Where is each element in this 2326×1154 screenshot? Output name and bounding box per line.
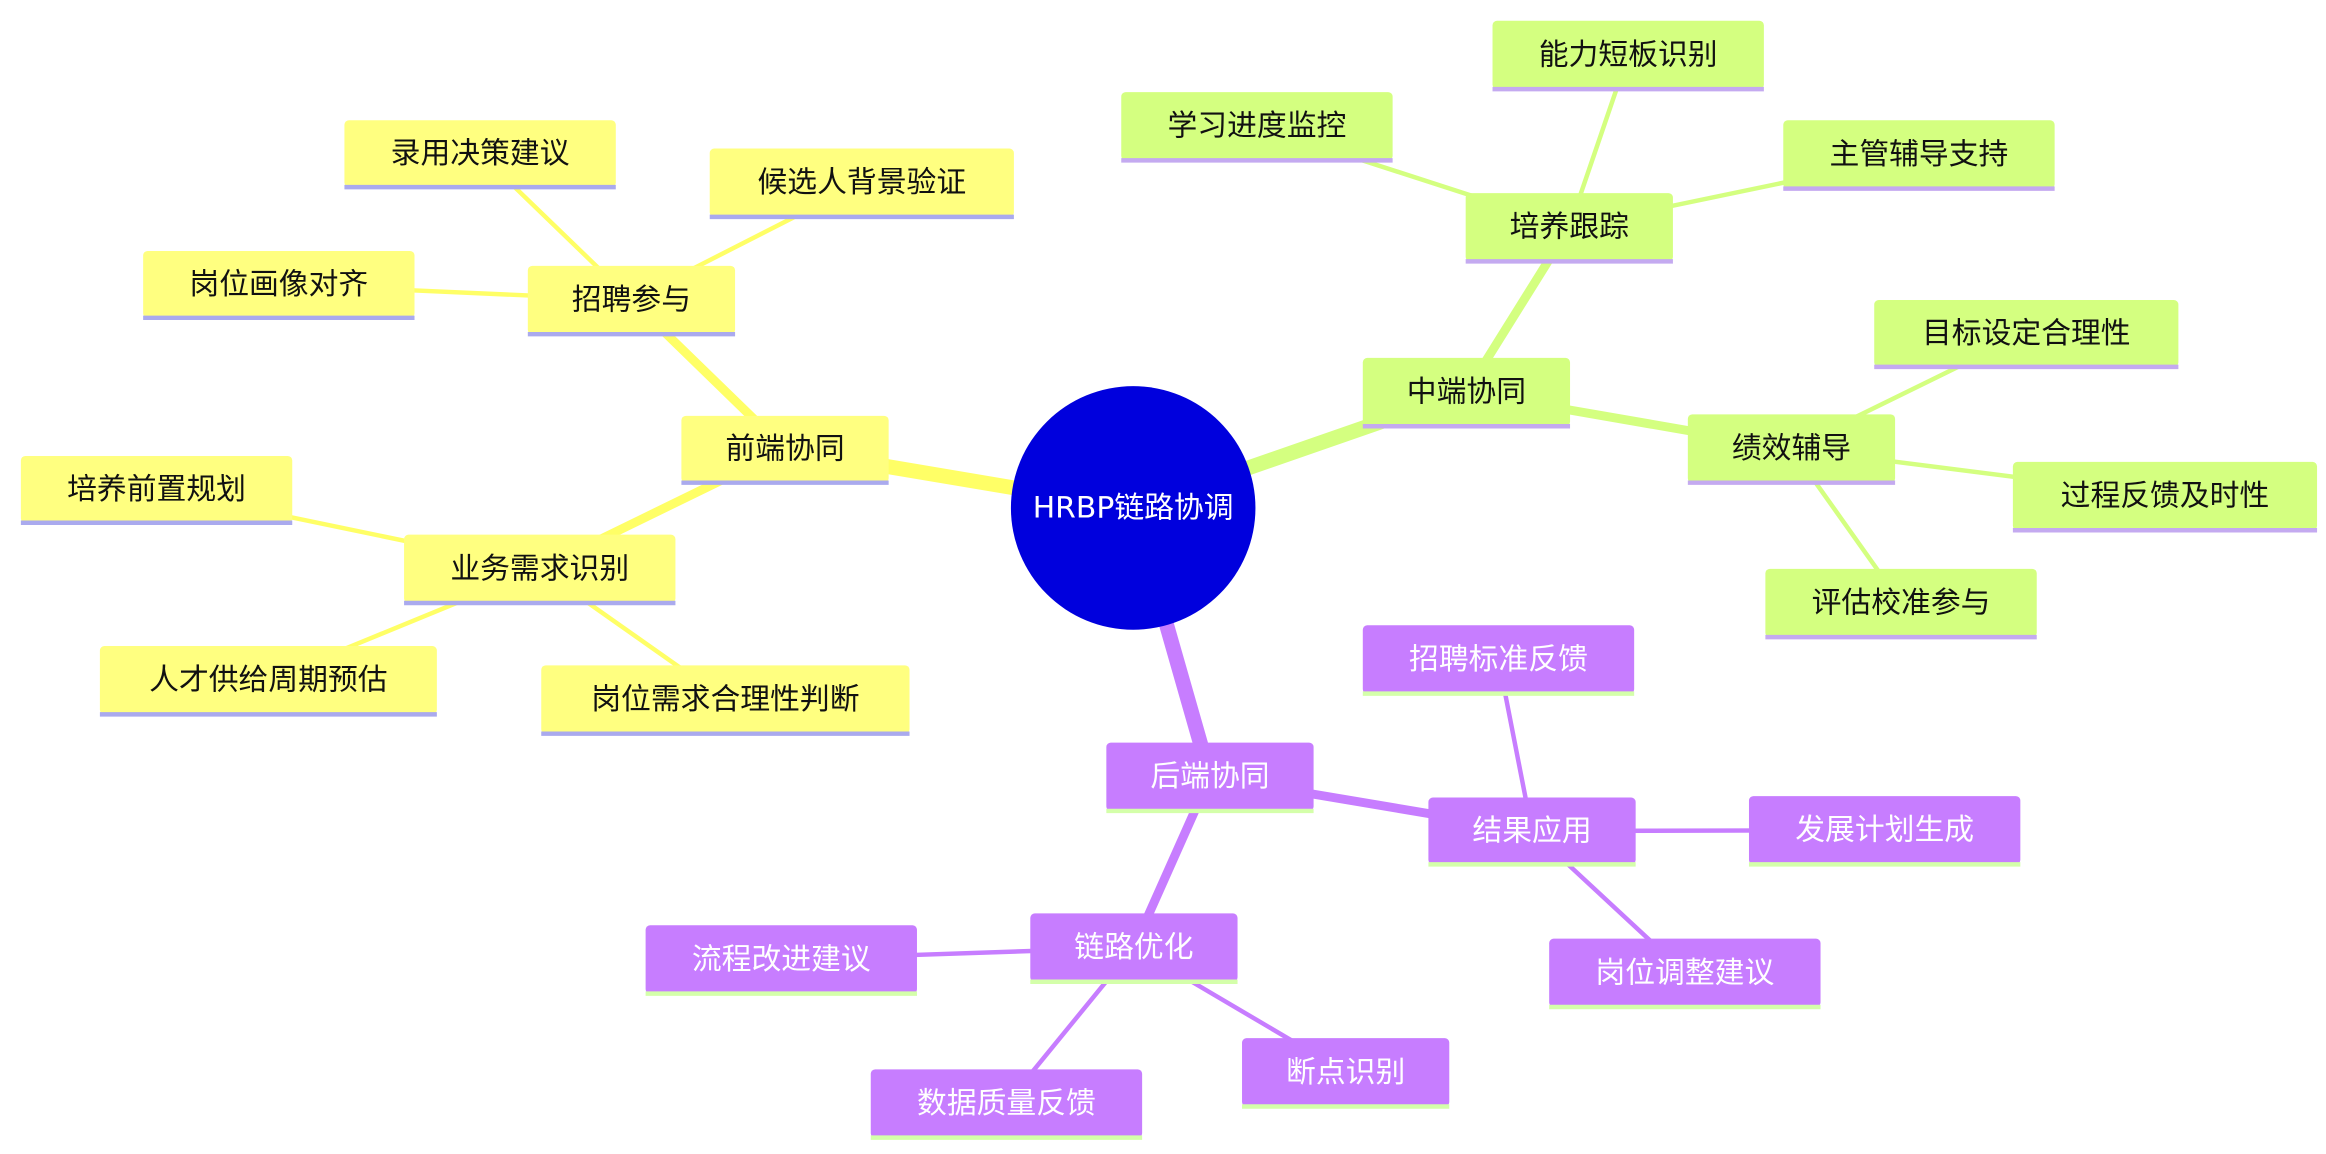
leaf-node-label: 录用决策建议 xyxy=(391,136,570,171)
topic-node-box xyxy=(1428,797,1636,865)
topic-node-label: 业务需求识别 xyxy=(450,551,629,586)
leaf-node-back-results-standard[interactable]: 招聘标准反馈 xyxy=(1362,625,1635,696)
topic-node-box xyxy=(1687,414,1896,483)
leaf-node-back-optimize-quality[interactable]: 数据质量反馈 xyxy=(870,1069,1143,1140)
topic-node-label: 链路优化 xyxy=(1074,930,1193,965)
topic-node-box xyxy=(404,534,676,603)
leaf-node-box xyxy=(1121,92,1393,161)
topic-node-box xyxy=(527,265,736,335)
leaf-node-middle-training-gap[interactable]: 能力短板识别 xyxy=(1492,20,1764,92)
branch-node-box xyxy=(1106,742,1314,811)
leaf-node-label: 发展计划生成 xyxy=(1795,813,1974,848)
leaf-node-box xyxy=(1748,796,2021,865)
branch-node-label: 前端协同 xyxy=(725,432,844,467)
leaf-node-label: 流程改进建议 xyxy=(692,942,871,977)
leaf-node-box xyxy=(709,148,1014,217)
topic-node-front-recruit[interactable]: 招聘参与 xyxy=(527,265,736,337)
branch-node-label: 后端协同 xyxy=(1150,759,1269,794)
leaf-node-front-demand-judgement[interactable]: 岗位需求合理性判断 xyxy=(541,665,910,736)
leaf-node-back-optimize-process[interactable]: 流程改进建议 xyxy=(645,925,917,996)
leaf-node-front-recruit-background[interactable]: 候选人背景验证 xyxy=(709,148,1014,220)
leaf-node-label: 能力短板识别 xyxy=(1539,37,1718,72)
topic-node-label: 结果应用 xyxy=(1472,814,1591,849)
leaf-node-box xyxy=(344,120,616,188)
branch-node-box xyxy=(681,415,889,483)
topic-node-box xyxy=(1030,913,1238,982)
leaf-node-box xyxy=(99,646,437,715)
leaf-node-label: 岗位需求合理性判断 xyxy=(591,682,859,717)
leaf-node-middle-training-progress[interactable]: 学习进度监控 xyxy=(1121,92,1393,163)
topic-node-middle-training[interactable]: 培养跟踪 xyxy=(1465,193,1673,264)
leaf-node-label: 主管辅导支持 xyxy=(1830,137,2009,172)
leaf-node-box xyxy=(1765,568,2037,638)
leaf-node-label: 过程反馈及时性 xyxy=(2061,479,2270,514)
branch-node-label: 中端协同 xyxy=(1407,375,1526,410)
leaf-node-front-recruit-profile[interactable]: 岗位画像对齐 xyxy=(143,250,415,321)
leaf-node-label: 学习进度监控 xyxy=(1168,109,1347,144)
leaf-node-label: 数据质量反馈 xyxy=(917,1086,1096,1121)
root-node-circle xyxy=(1010,386,1256,630)
branch-node-back[interactable]: 后端协同 xyxy=(1106,742,1314,814)
topic-node-label: 培养跟踪 xyxy=(1510,210,1629,245)
leaf-node-box xyxy=(20,455,293,523)
root-node-label: HRBP链路协调 xyxy=(1033,490,1234,525)
leaf-node-box xyxy=(1492,20,1764,90)
leaf-node-label: 目标设定合理性 xyxy=(1922,316,2131,351)
topic-node-middle-performance[interactable]: 绩效辅导 xyxy=(1687,414,1896,485)
leaf-node-label: 招聘标准反馈 xyxy=(1409,642,1588,677)
leaf-node-label: 人才供给周期预估 xyxy=(149,663,387,698)
branch-node-middle[interactable]: 中端协同 xyxy=(1362,357,1571,429)
leaf-node-label: 候选人背景验证 xyxy=(757,165,966,200)
leaf-node-front-demand-supply[interactable]: 人才供给周期预估 xyxy=(99,646,437,717)
leaf-node-box xyxy=(1242,1038,1450,1107)
leaf-node-box xyxy=(1549,938,1821,1007)
topic-node-label: 招聘参与 xyxy=(572,283,691,318)
leaf-node-label: 岗位画像对齐 xyxy=(189,267,368,302)
leaf-node-box xyxy=(1362,625,1635,694)
root-node[interactable]: HRBP链路协调 xyxy=(1010,386,1256,630)
leaf-node-middle-performance-calibration[interactable]: 评估校准参与 xyxy=(1765,568,2037,640)
leaf-node-label: 断点识别 xyxy=(1286,1055,1405,1090)
leaf-node-middle-training-coaching[interactable]: 主管辅导支持 xyxy=(1783,120,2055,191)
leaf-node-front-demand-planning[interactable]: 培养前置规划 xyxy=(20,455,293,526)
leaf-node-back-optimize-breakpoints[interactable]: 断点识别 xyxy=(1242,1038,1450,1109)
branch-node-box xyxy=(1362,357,1571,427)
topic-node-back-results[interactable]: 结果应用 xyxy=(1428,797,1636,867)
leaf-node-box xyxy=(645,925,917,994)
topic-node-front-demand[interactable]: 业务需求识别 xyxy=(404,534,676,606)
topic-node-label: 绩效辅导 xyxy=(1732,431,1851,466)
leaf-node-middle-performance-feedback[interactable]: 过程反馈及时性 xyxy=(2012,461,2318,533)
leaf-node-box xyxy=(870,1069,1143,1138)
leaf-node-box xyxy=(1783,120,2055,189)
leaf-node-back-results-adjust[interactable]: 岗位调整建议 xyxy=(1549,938,1821,1010)
leaf-node-label: 岗位调整建议 xyxy=(1595,955,1774,990)
leaf-node-box xyxy=(143,250,415,318)
branch-node-front[interactable]: 前端协同 xyxy=(681,415,889,485)
topic-node-box xyxy=(1465,193,1673,262)
leaf-node-box xyxy=(541,665,910,734)
leaf-node-back-results-plan[interactable]: 发展计划生成 xyxy=(1748,796,2021,867)
topic-node-back-optimize[interactable]: 链路优化 xyxy=(1030,913,1238,984)
leaf-node-middle-performance-goals[interactable]: 目标设定合理性 xyxy=(1874,300,2179,370)
leaf-node-front-recruit-decision[interactable]: 录用决策建议 xyxy=(344,120,616,190)
leaf-node-box xyxy=(1874,300,2179,367)
leaf-node-label: 培养前置规划 xyxy=(67,472,246,507)
leaf-node-label: 评估校准参与 xyxy=(1812,586,1991,621)
leaf-node-box xyxy=(2012,461,2318,531)
